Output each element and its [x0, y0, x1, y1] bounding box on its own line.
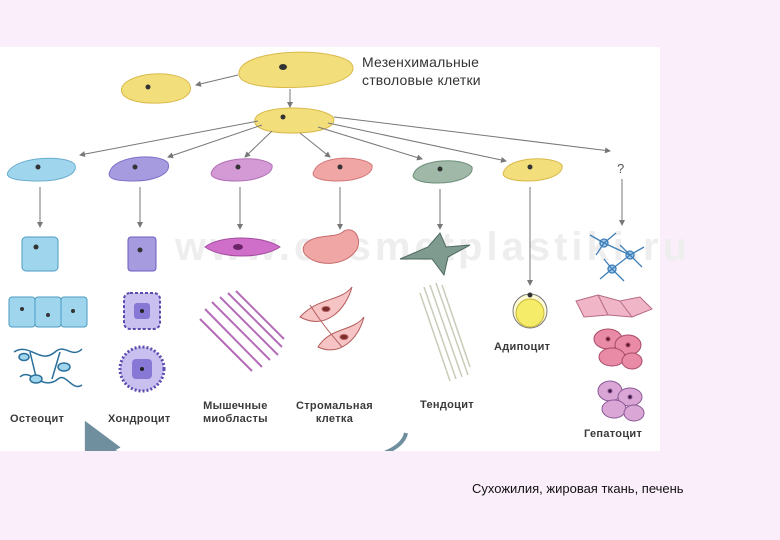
cell-differentiation-diagram: www.cosmetplastiki.ru: [0, 47, 687, 451]
osteoblast-row: [8, 296, 88, 328]
transdifferentiation-arrow: [84, 420, 408, 451]
committed-bone-cell: [6, 157, 76, 182]
tenocyte-cell: [399, 232, 471, 277]
stem-cells-title: Мезенхимальные стволовые клетки: [362, 54, 481, 88]
stem-cell-small: [121, 73, 192, 104]
stellate-cells: [589, 232, 645, 282]
label-osteocyte: Остеоцит: [10, 413, 65, 425]
osteoblast-cell: [21, 236, 59, 272]
label-myoblasts: Мышечные миобласты: [203, 400, 268, 425]
committed-tendon-cell: [412, 160, 473, 184]
stem-cell-progenitor: [254, 107, 335, 134]
hepatocyte-cluster-1: [593, 328, 643, 370]
osteocyte-network: [13, 348, 83, 388]
label-hepatocyte: Гепатоцит: [584, 428, 643, 440]
label-tenocyte: Тендоцит: [420, 399, 474, 411]
hepatocyte-cluster-2: [597, 380, 645, 422]
label-adipocyte: Адипоцит: [494, 341, 551, 353]
chondroblast-cell: [127, 236, 157, 272]
question-mark: ?: [617, 161, 624, 176]
diagram-drawing: ?: [6, 51, 653, 451]
stromal-cell-large: [302, 229, 359, 264]
committed-fat-cell: [502, 158, 563, 182]
stem-cell-large: [238, 51, 354, 88]
label-stromal-cell: Стромальная клетка: [296, 400, 373, 425]
chondrocyte-mature: [118, 345, 166, 393]
muscle-fibers: [199, 290, 285, 372]
adipocyte-cell: [512, 292, 548, 329]
committed-cartilage-cell: [108, 156, 169, 182]
myoblast-cell: [204, 237, 281, 257]
committed-stromal-cell: [312, 157, 373, 182]
vertical-arrows: [37, 179, 625, 286]
differentiation-arrows: [79, 116, 611, 163]
tendon-fibers: [419, 282, 471, 382]
committed-muscle-cell: [210, 158, 273, 182]
slide-caption: Сухожилия, жировая ткань, печень: [472, 481, 684, 496]
hepatocyte-sheet: [575, 294, 653, 318]
chondrocyte-small: [123, 292, 161, 330]
stromal-cells-group: [299, 286, 365, 351]
self-renewal-arrow: [195, 74, 239, 87]
label-chondrocyte: Хондроцит: [108, 413, 171, 425]
